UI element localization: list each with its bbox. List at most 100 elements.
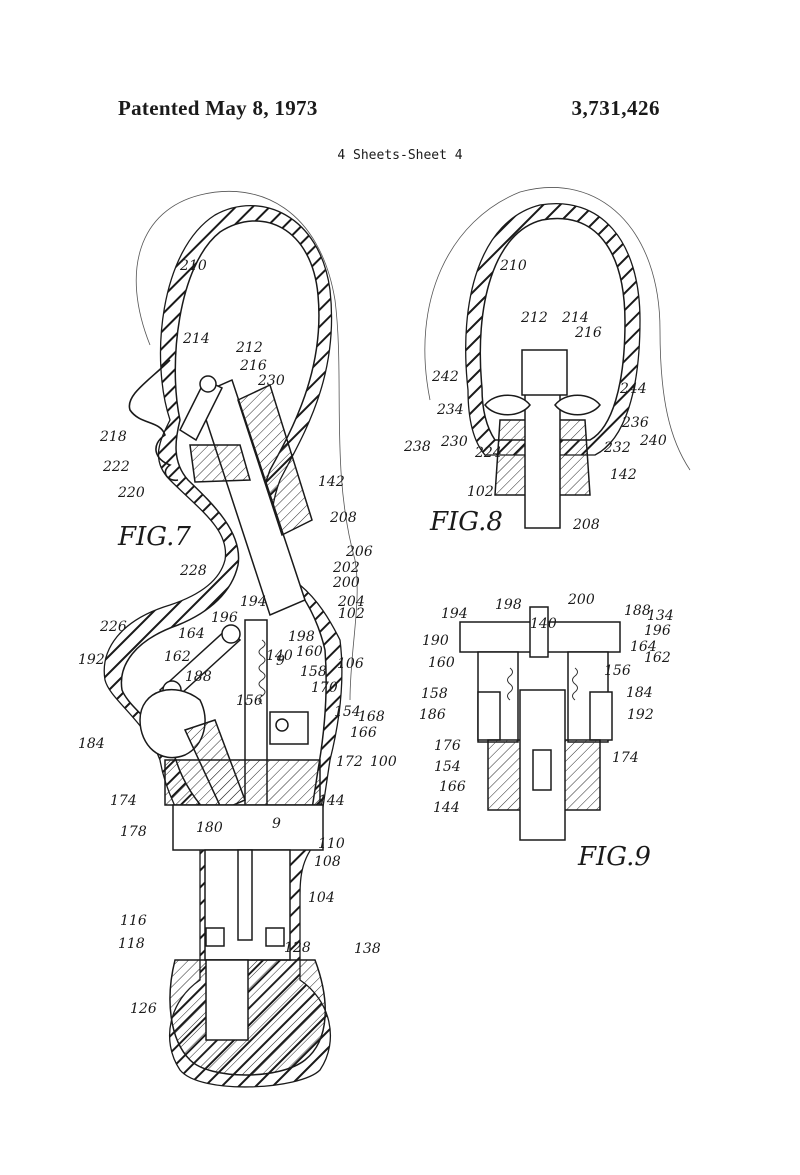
fig7-collar-110 bbox=[172, 804, 324, 851]
fig8-eye-right-236 bbox=[554, 394, 601, 416]
fig9-ref-158: 158 bbox=[421, 686, 448, 702]
fig7-spring-158 bbox=[258, 639, 266, 705]
fig7-ref-142: 142 bbox=[318, 474, 345, 490]
fig8-ref-234: 234 bbox=[436, 402, 464, 418]
fig7-title: FIG.7 bbox=[117, 522, 191, 552]
fig9-ref-144: 144 bbox=[433, 800, 460, 816]
fig8-ref-216: 216 bbox=[574, 325, 602, 341]
fig9-roller-186 bbox=[477, 691, 501, 741]
fig7-ref-116: 116 bbox=[120, 913, 147, 929]
fig7-ref-202: 202 bbox=[332, 560, 360, 576]
fig9-ref-162: 162 bbox=[644, 650, 671, 666]
fig8-ref-208: 208 bbox=[572, 517, 600, 533]
fig7-ref-170: 170 bbox=[311, 680, 338, 696]
fig7-ref-108: 108 bbox=[314, 854, 341, 870]
fig9-ref-186: 186 bbox=[419, 707, 446, 723]
fig7-ref-214: 214 bbox=[182, 331, 210, 347]
fig7-ref-172: 172 bbox=[336, 754, 363, 770]
fig7-ref-216: 216 bbox=[239, 358, 267, 374]
fig7-ref-168: 168 bbox=[358, 709, 385, 725]
fig9-roller-184 bbox=[589, 691, 613, 741]
fig7-ref-192: 192 bbox=[78, 652, 105, 668]
fig8-ref-224: 224 bbox=[474, 445, 502, 461]
fig7-jaw-base bbox=[189, 444, 251, 483]
fig7-ref-160: 160 bbox=[296, 644, 323, 660]
fig7-block-154 bbox=[269, 711, 309, 745]
fig7-ref-218: 218 bbox=[99, 429, 127, 445]
fig7-ref-184: 184 bbox=[78, 736, 105, 752]
fig7-ref-144: 144 bbox=[318, 793, 345, 809]
fig7-ref-140: 140 bbox=[266, 648, 293, 664]
fig8-title: FIG.8 bbox=[429, 507, 503, 537]
fig7-section-mark-top: 9 bbox=[276, 653, 285, 669]
fig8-ref-212: 212 bbox=[520, 310, 548, 326]
fig7-ref-230: 230 bbox=[257, 373, 285, 389]
fig7-ref-196: 196 bbox=[211, 610, 238, 626]
fig7-ref-128: 128 bbox=[284, 940, 311, 956]
fig8-ref-236: 236 bbox=[621, 415, 649, 431]
fig8-eye-left-234 bbox=[484, 394, 531, 416]
fig7-hair-outline bbox=[135, 191, 358, 701]
sheet-count: 4 Sheets-Sheet 4 bbox=[337, 148, 463, 163]
fig9-key-200 bbox=[529, 606, 549, 658]
fig9-ref-192: 192 bbox=[627, 707, 654, 723]
fig8-drawing bbox=[424, 187, 691, 529]
fig8-shaft-208 bbox=[524, 389, 561, 529]
fig7-jaw-link bbox=[179, 379, 224, 442]
fig7-ref-220: 220 bbox=[117, 485, 145, 501]
fig7-ref-180: 180 bbox=[196, 820, 223, 836]
fig7-section-mark-bottom: 9 bbox=[272, 816, 281, 832]
fig7-ref-212: 212 bbox=[235, 340, 263, 356]
fig9-ref-190: 190 bbox=[422, 633, 449, 649]
fig7-ref-200: 200 bbox=[332, 575, 360, 591]
fig9-ref-198: 198 bbox=[495, 597, 522, 613]
fig7-ref-154: 154 bbox=[334, 704, 361, 720]
fig7-ref-222: 222 bbox=[102, 459, 130, 475]
fig7-ref-206: 206 bbox=[345, 544, 373, 560]
fig7-ref-228: 228 bbox=[179, 563, 207, 579]
fig7-ref-208: 208 bbox=[329, 510, 357, 526]
fig8-ref-232: 232 bbox=[603, 440, 631, 456]
fig7-ref-226: 226 bbox=[99, 619, 127, 635]
fig7-ref-100: 100 bbox=[370, 754, 397, 770]
fig9-ref-196: 196 bbox=[644, 623, 671, 639]
fig7-ref-194: 194 bbox=[240, 594, 267, 610]
fig8-ref-214: 214 bbox=[561, 310, 589, 326]
fig7-neck-sleeve bbox=[237, 383, 313, 537]
fig7-ref-188: 188 bbox=[185, 669, 212, 685]
fig7-ref-164: 164 bbox=[178, 626, 205, 642]
fig9-ref-160: 160 bbox=[428, 655, 455, 671]
fig7-ref-138: 138 bbox=[354, 941, 381, 957]
fig7-ref-158: 158 bbox=[300, 664, 327, 680]
fig7-ref-104: 104 bbox=[308, 890, 335, 906]
fig7-ref-198: 198 bbox=[288, 629, 315, 645]
fig7-ref-110: 110 bbox=[318, 836, 345, 852]
fig8-ref-240: 240 bbox=[639, 433, 667, 449]
fig7-ref-210: 210 bbox=[179, 258, 207, 274]
fig9-title: FIG.9 bbox=[577, 842, 651, 872]
fig9-ref-184: 184 bbox=[626, 685, 653, 701]
fig9-ref-156: 156 bbox=[604, 663, 631, 679]
patent-date: Patented May 8, 1973 bbox=[118, 96, 318, 120]
fig9-ref-154: 154 bbox=[434, 759, 461, 775]
fig9-ref-174: 174 bbox=[612, 750, 639, 766]
fig9-ref-200: 200 bbox=[567, 592, 595, 608]
fig9-spring-160 bbox=[507, 667, 513, 701]
fig7-ref-156: 156 bbox=[236, 693, 263, 709]
fig7-base-144 bbox=[164, 759, 321, 806]
fig7-pivot-196 bbox=[221, 624, 241, 644]
fig7-ref-118: 118 bbox=[118, 936, 145, 952]
fig7-post bbox=[205, 959, 249, 1041]
fig7-pivot-212 bbox=[199, 375, 217, 393]
fig8-ref-242: 242 bbox=[431, 369, 459, 385]
fig8-hair-outline bbox=[424, 187, 691, 471]
fig7-face-profile bbox=[128, 359, 179, 482]
fig7-bearing-116 bbox=[205, 927, 225, 947]
fig7-drawing: 9 9 bbox=[103, 191, 358, 1088]
fig7-ref-162: 162 bbox=[164, 649, 191, 665]
fig8-inner-cavity bbox=[479, 217, 626, 441]
fig7-ref-102: 102 bbox=[338, 606, 365, 622]
fig9-ref-166: 166 bbox=[439, 779, 466, 795]
fig7-neck-rod bbox=[197, 378, 306, 617]
